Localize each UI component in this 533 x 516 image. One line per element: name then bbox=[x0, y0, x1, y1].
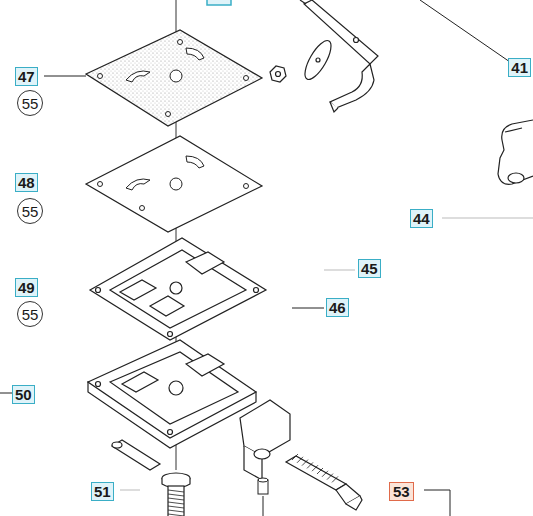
quantity-circle: 55 bbox=[17, 198, 43, 224]
callout-number: 44 bbox=[410, 209, 433, 228]
callout-number: 41 bbox=[508, 58, 531, 77]
callout-number: 50 bbox=[12, 385, 35, 404]
diaphragm-48 bbox=[86, 136, 262, 232]
callout-number: 51 bbox=[91, 482, 114, 501]
leader-lines bbox=[0, 0, 512, 516]
quantity-circle: 55 bbox=[17, 301, 43, 327]
callout-box bbox=[207, 0, 231, 5]
pump-body-50 bbox=[88, 340, 290, 480]
bushing bbox=[258, 478, 268, 516]
quantity-circle: 55 bbox=[17, 90, 43, 116]
throttle-shaft-41 bbox=[270, 0, 533, 184]
callout-number: 53 bbox=[389, 482, 414, 501]
screw-51 bbox=[162, 473, 190, 516]
callout-number: 48 bbox=[15, 173, 38, 192]
gasket-47 bbox=[86, 30, 262, 126]
gasket-49 bbox=[90, 238, 266, 340]
callout-number: 46 bbox=[326, 298, 349, 317]
callout-number: 47 bbox=[15, 67, 38, 86]
callout-number: 45 bbox=[358, 259, 381, 278]
needle-53 bbox=[286, 454, 362, 510]
callout-number: 49 bbox=[15, 278, 38, 297]
